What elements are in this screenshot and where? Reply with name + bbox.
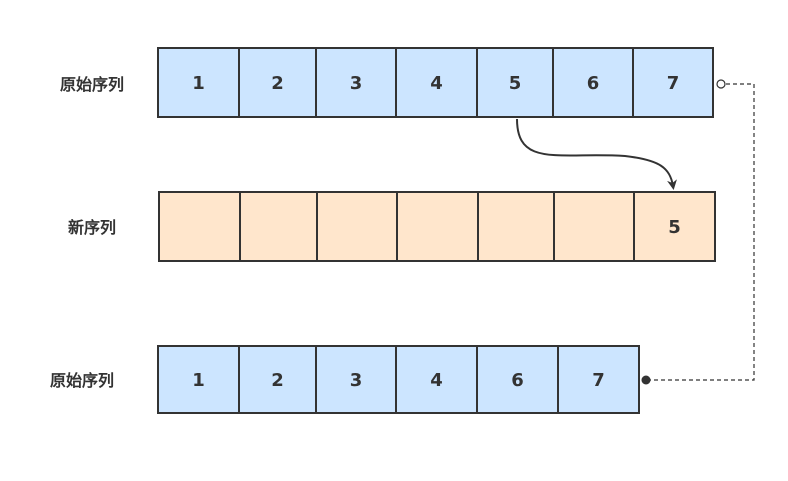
connector-filled-dot	[641, 375, 651, 385]
array-cell	[396, 191, 479, 262]
cell-value: 5	[668, 217, 681, 238]
array-cell: 7	[632, 47, 714, 118]
array-cell	[477, 191, 555, 262]
original-sequence-bottom: 1 2 3 4 6 7	[157, 345, 640, 414]
array-cell	[239, 191, 318, 262]
array-cell: 6	[476, 345, 559, 414]
cell-value: 1	[192, 73, 205, 94]
array-cell: 5	[476, 47, 554, 118]
cell-value: 3	[350, 73, 363, 94]
row-label-original-bottom: 原始序列	[50, 371, 114, 390]
array-cell	[158, 191, 241, 262]
array-cell	[316, 191, 398, 262]
array-cell: 6	[552, 47, 634, 118]
cell-value: 4	[430, 370, 443, 391]
connector-open-dot	[716, 79, 726, 89]
array-cell: 1	[157, 345, 240, 414]
cell-value: 2	[271, 370, 284, 391]
array-cell: 5	[633, 191, 716, 262]
array-cell: 3	[315, 47, 397, 118]
new-sequence: 5	[158, 191, 716, 262]
dashed-connector	[646, 83, 755, 381]
array-cell: 4	[395, 47, 478, 118]
array-cell: 4	[395, 345, 478, 414]
cell-value: 6	[511, 370, 524, 391]
cell-value: 5	[509, 73, 522, 94]
original-sequence-top: 1 2 3 4 5 6 7	[157, 47, 714, 118]
cell-value: 3	[350, 370, 363, 391]
array-cell: 2	[238, 47, 317, 118]
cell-value: 2	[271, 73, 284, 94]
array-cell: 3	[315, 345, 397, 414]
move-arrow	[516, 118, 677, 190]
cell-value: 7	[667, 73, 680, 94]
row-label-original-top: 原始序列	[60, 75, 124, 94]
array-cell	[553, 191, 635, 262]
array-cell: 7	[557, 345, 640, 414]
cell-value: 4	[430, 73, 443, 94]
cell-value: 7	[592, 370, 605, 391]
row-label-new: 新序列	[68, 218, 116, 237]
cell-value: 6	[587, 73, 600, 94]
cell-value: 1	[192, 370, 205, 391]
array-cell: 1	[157, 47, 240, 118]
array-cell: 2	[238, 345, 317, 414]
